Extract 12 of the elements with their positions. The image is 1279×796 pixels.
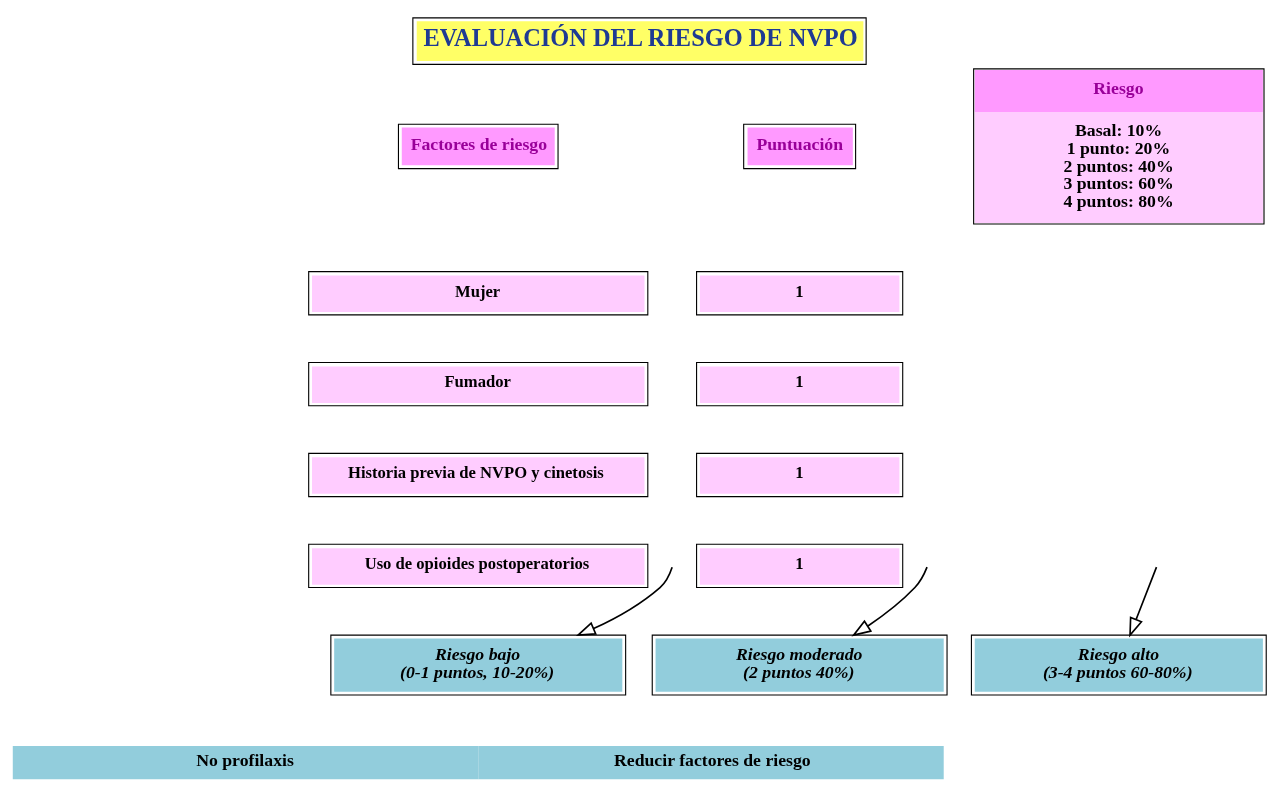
node-box: Riesgo bajo (0-1 puntos, 10-20%) [330,634,627,696]
node-box: Riesgo moderado (2 puntos 40%) [651,634,948,696]
node-box: Puntuación [743,123,857,170]
arrow [1129,566,1158,638]
node-box: Uso de opioides postoperatorios [308,543,649,589]
node-box: Riesgo alto (3-4 puntos 60-80%) [970,634,1267,696]
node-box: Fumador [308,362,649,407]
arrow [575,566,673,637]
node-box: Historia previa de NVPO y cinetosis [308,452,649,498]
arrow [851,566,928,637]
node-box: Factores de riesgo [397,123,559,170]
diagram-title: EVALUACIÓN DEL RIESGO DE NVPO [423,24,858,52]
